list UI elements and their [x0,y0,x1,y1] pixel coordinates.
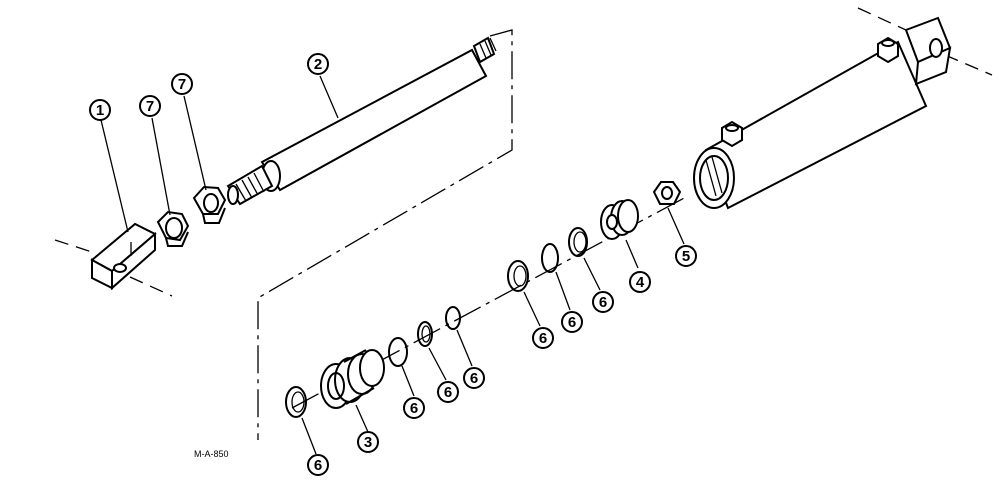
leader-4 [625,239,639,269]
leader-6f [555,271,571,311]
callout-7a: 7 [139,95,161,117]
leader-6a [301,417,317,455]
callout-label: 4 [636,274,645,291]
leader-2 [319,75,339,119]
callout-label: 2 [314,56,322,73]
piston-nut [652,181,682,205]
leader-6b [401,365,415,397]
leader-7a [151,117,171,216]
callout-1: 1 [89,99,111,121]
callout-label: 3 [364,434,372,451]
callout-label: 5 [682,248,690,265]
callout-label: 6 [410,400,418,417]
seal-ring-upper-1 [507,260,529,292]
rod-clevis [90,222,157,291]
callout-label: 6 [470,370,478,387]
callout-label: 6 [599,294,607,311]
callout-3: 3 [357,431,379,453]
callout-6b: 6 [403,397,425,419]
leader-6c [428,347,447,381]
callout-label: 6 [314,457,322,474]
callout-label: 6 [539,330,547,347]
piston [600,199,639,240]
callout-4: 4 [629,271,651,293]
callout-2: 2 [307,53,329,75]
callout-5: 5 [675,245,697,267]
callout-label: 6 [568,314,576,331]
callout-7b: 7 [171,73,193,95]
leader-3 [355,404,369,433]
leader-1 [100,119,129,233]
seal-ring-upper-2 [541,243,559,273]
jam-nut-1 [156,210,190,247]
leader-7b [183,95,207,191]
leader-5 [667,207,685,245]
callout-label: 1 [96,102,104,119]
leader-6d [456,329,473,367]
drawing-code: M-A-850 [194,449,229,459]
callout-label: 7 [146,98,154,115]
callout-label: 6 [444,384,452,401]
callout-6c: 6 [437,381,459,403]
phantom-frame [257,29,513,440]
wiper-seal [285,386,307,418]
seal-ring-lower-1 [388,337,408,367]
cylinder-barrel [693,16,952,210]
leader-6e [523,291,541,327]
callout-6g: 6 [592,291,614,313]
leader-6g [583,257,601,291]
seal-ring-lower-2 [417,321,433,347]
callout-6d: 6 [463,367,485,389]
jam-nut-2 [192,185,227,224]
seal-ring-upper-3 [568,227,588,257]
gland [320,349,385,409]
callout-6f: 6 [561,311,583,333]
callout-label: 7 [178,76,186,93]
seal-ring-lower-3 [445,306,461,330]
callout-6a: 6 [307,454,329,476]
callout-6e: 6 [532,327,554,349]
piston-rod [226,36,497,206]
